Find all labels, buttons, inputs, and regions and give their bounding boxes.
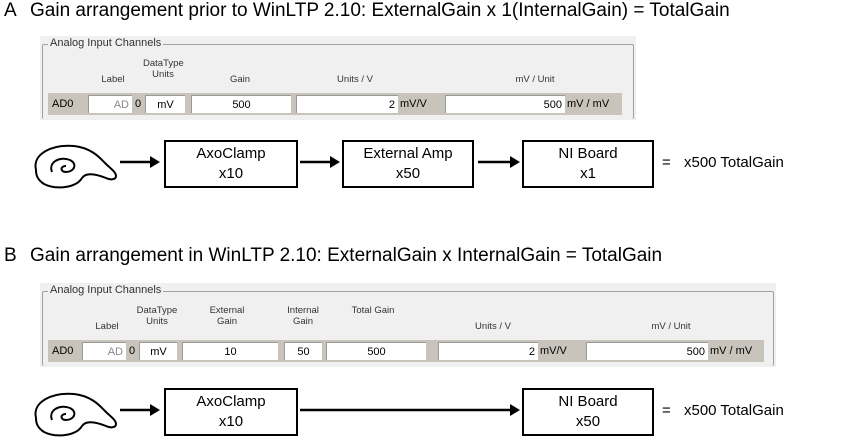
box-title: NI Board [558,145,618,162]
section-a-settings-panel: Analog Input Channels Label DataType Uni… [40,36,636,120]
units-per-v-unit: mV/V [400,98,427,110]
external-amp-box-a: External Amp x50 [342,140,474,188]
units-per-v-unit: mV/V [540,345,567,357]
box-title: External Amp [363,145,453,162]
box-title: NI Board [558,393,618,410]
header-gain: Gain [229,74,251,85]
channel-id: AD0 [52,98,74,110]
header-units-per-v: Units / V [475,321,511,332]
diagram-b-arrows [120,404,520,416]
section-a-letter: A [4,0,17,21]
channel-row: AD0 AD 0 mV 10 50 500 2 mV/V 500 mV / mV [48,340,764,362]
box-gain: x10 [218,413,244,430]
ni-board-box-b: NI Board x50 [522,388,654,436]
header-external-gain: External Gain [209,305,245,327]
internal-gain-field[interactable]: 50 [284,342,322,360]
channel-row: AD0 AD 0 mV 500 2 mV/V 500 mV / mV [48,93,622,115]
analog-input-channels-group [42,44,634,119]
cell-icon [34,392,118,437]
header-mv-per-unit: mV / Unit [651,321,691,332]
header-datatype-units: DataType Units [136,305,178,327]
header-label: Label [101,74,125,85]
units-field[interactable]: mV [139,342,177,360]
section-b-letter: B [4,245,17,266]
axoclamp-box-b: AxoClamp x10 [164,388,298,436]
gain-field[interactable]: 500 [191,95,291,113]
units-per-v-field[interactable]: 2 [438,342,538,360]
mv-per-unit-unit: mV / mV [567,98,610,110]
units-field[interactable]: mV [145,95,185,113]
total-gain-a: x500 TotalGain [684,154,784,171]
section-a-title: Gain arrangement prior to WinLTP 2.10: E… [30,0,730,21]
box-gain: x50 [395,165,421,182]
analog-input-channels-group [42,291,774,366]
header-internal-gain: Internal Gain [287,305,319,327]
ni-board-box-a: NI Board x1 [522,140,654,188]
mv-per-unit-field[interactable]: 500 [586,342,708,360]
axoclamp-box-a: AxoClamp x10 [164,140,298,188]
header-datatype-units: DataType Units [143,58,184,80]
group-title: Analog Input Channels [48,284,164,296]
header-mv-per-unit: mV / Unit [515,74,555,85]
label-field[interactable]: AD [88,95,132,113]
box-title: AxoClamp [196,145,266,162]
box-gain: x50 [575,413,601,430]
channel-index: 0 [129,345,136,357]
section-b-heading: B Gain arrangement in WinLTP 2.10: Extern… [4,245,662,267]
section-b-title: Gain arrangement in WinLTP 2.10: Externa… [30,245,663,266]
section-b-settings-panel: Analog Input Channels Label DataType Uni… [40,283,776,367]
channel-id: AD0 [52,345,74,357]
header-units-per-v: Units / V [337,74,373,85]
header-total-gain: Total Gain [351,305,395,316]
box-gain: x10 [218,165,244,182]
channel-index: 0 [135,98,142,110]
header-label: Label [95,321,119,332]
equals-sign-a: = [662,154,671,171]
total-gain-field[interactable]: 500 [326,342,426,360]
equals-sign-b: = [662,402,671,419]
total-gain-b: x500 TotalGain [684,402,784,419]
group-title: Analog Input Channels [48,37,164,49]
units-per-v-field[interactable]: 2 [296,95,398,113]
mv-per-unit-field[interactable]: 500 [445,95,565,113]
mv-per-unit-unit: mV / mV [710,345,753,357]
external-gain-field[interactable]: 10 [182,342,278,360]
cell-icon [34,144,118,189]
label-field[interactable]: AD [82,342,126,360]
diagram-a-arrows [120,156,520,168]
box-title: AxoClamp [196,393,266,410]
section-a-heading: A Gain arrangement prior to WinLTP 2.10: … [4,0,730,22]
box-gain: x1 [580,165,596,182]
